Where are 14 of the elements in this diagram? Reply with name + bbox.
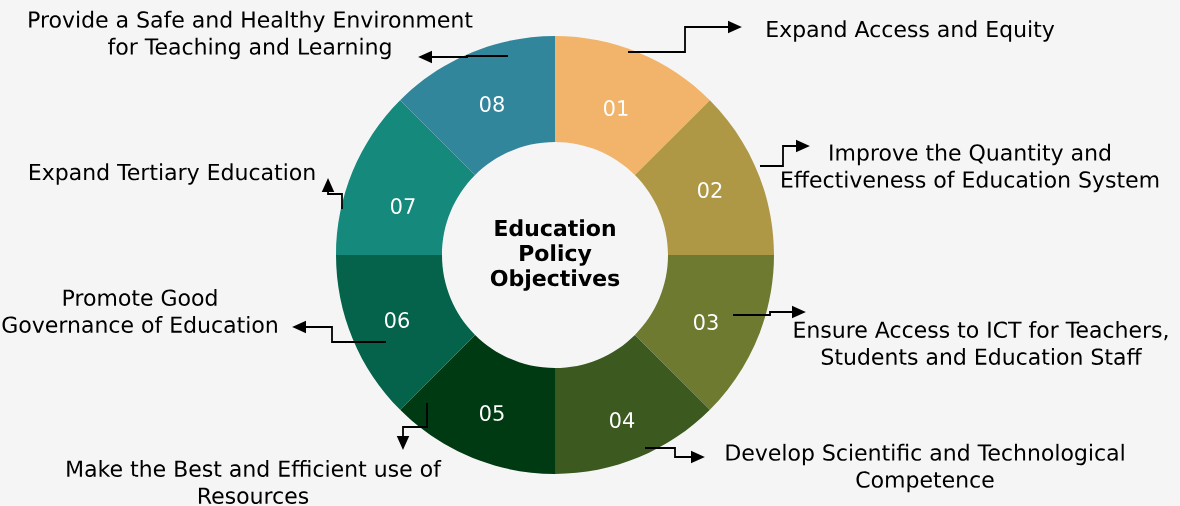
- objective-text: Expand Tertiary Education: [30, 163, 315, 185]
- objective-text: Ensure Access to ICT for Teachers, Students and Education Staff: [794, 320, 1168, 365]
- ring-segment: 03: [634, 255, 774, 410]
- ring-segment: 01: [555, 36, 710, 176]
- ring-segment: 08: [400, 36, 555, 176]
- objective-text: Develop Scientific and Technological Competence: [726, 443, 1124, 493]
- ring-segment: 04: [555, 334, 710, 474]
- ring-segment: 02: [634, 100, 774, 255]
- objective-text: Expand Access and Equity: [767, 20, 1055, 42]
- objective-text: Promote Good Governance of Education: [2, 288, 277, 333]
- objective-text: Improve the Quantity and Effectiveness of Education System: [782, 143, 1159, 193]
- ring-segment: 06: [336, 255, 476, 410]
- ring-segment: 07: [336, 100, 476, 255]
- center-title: Education Policy Objectives: [490, 219, 620, 291]
